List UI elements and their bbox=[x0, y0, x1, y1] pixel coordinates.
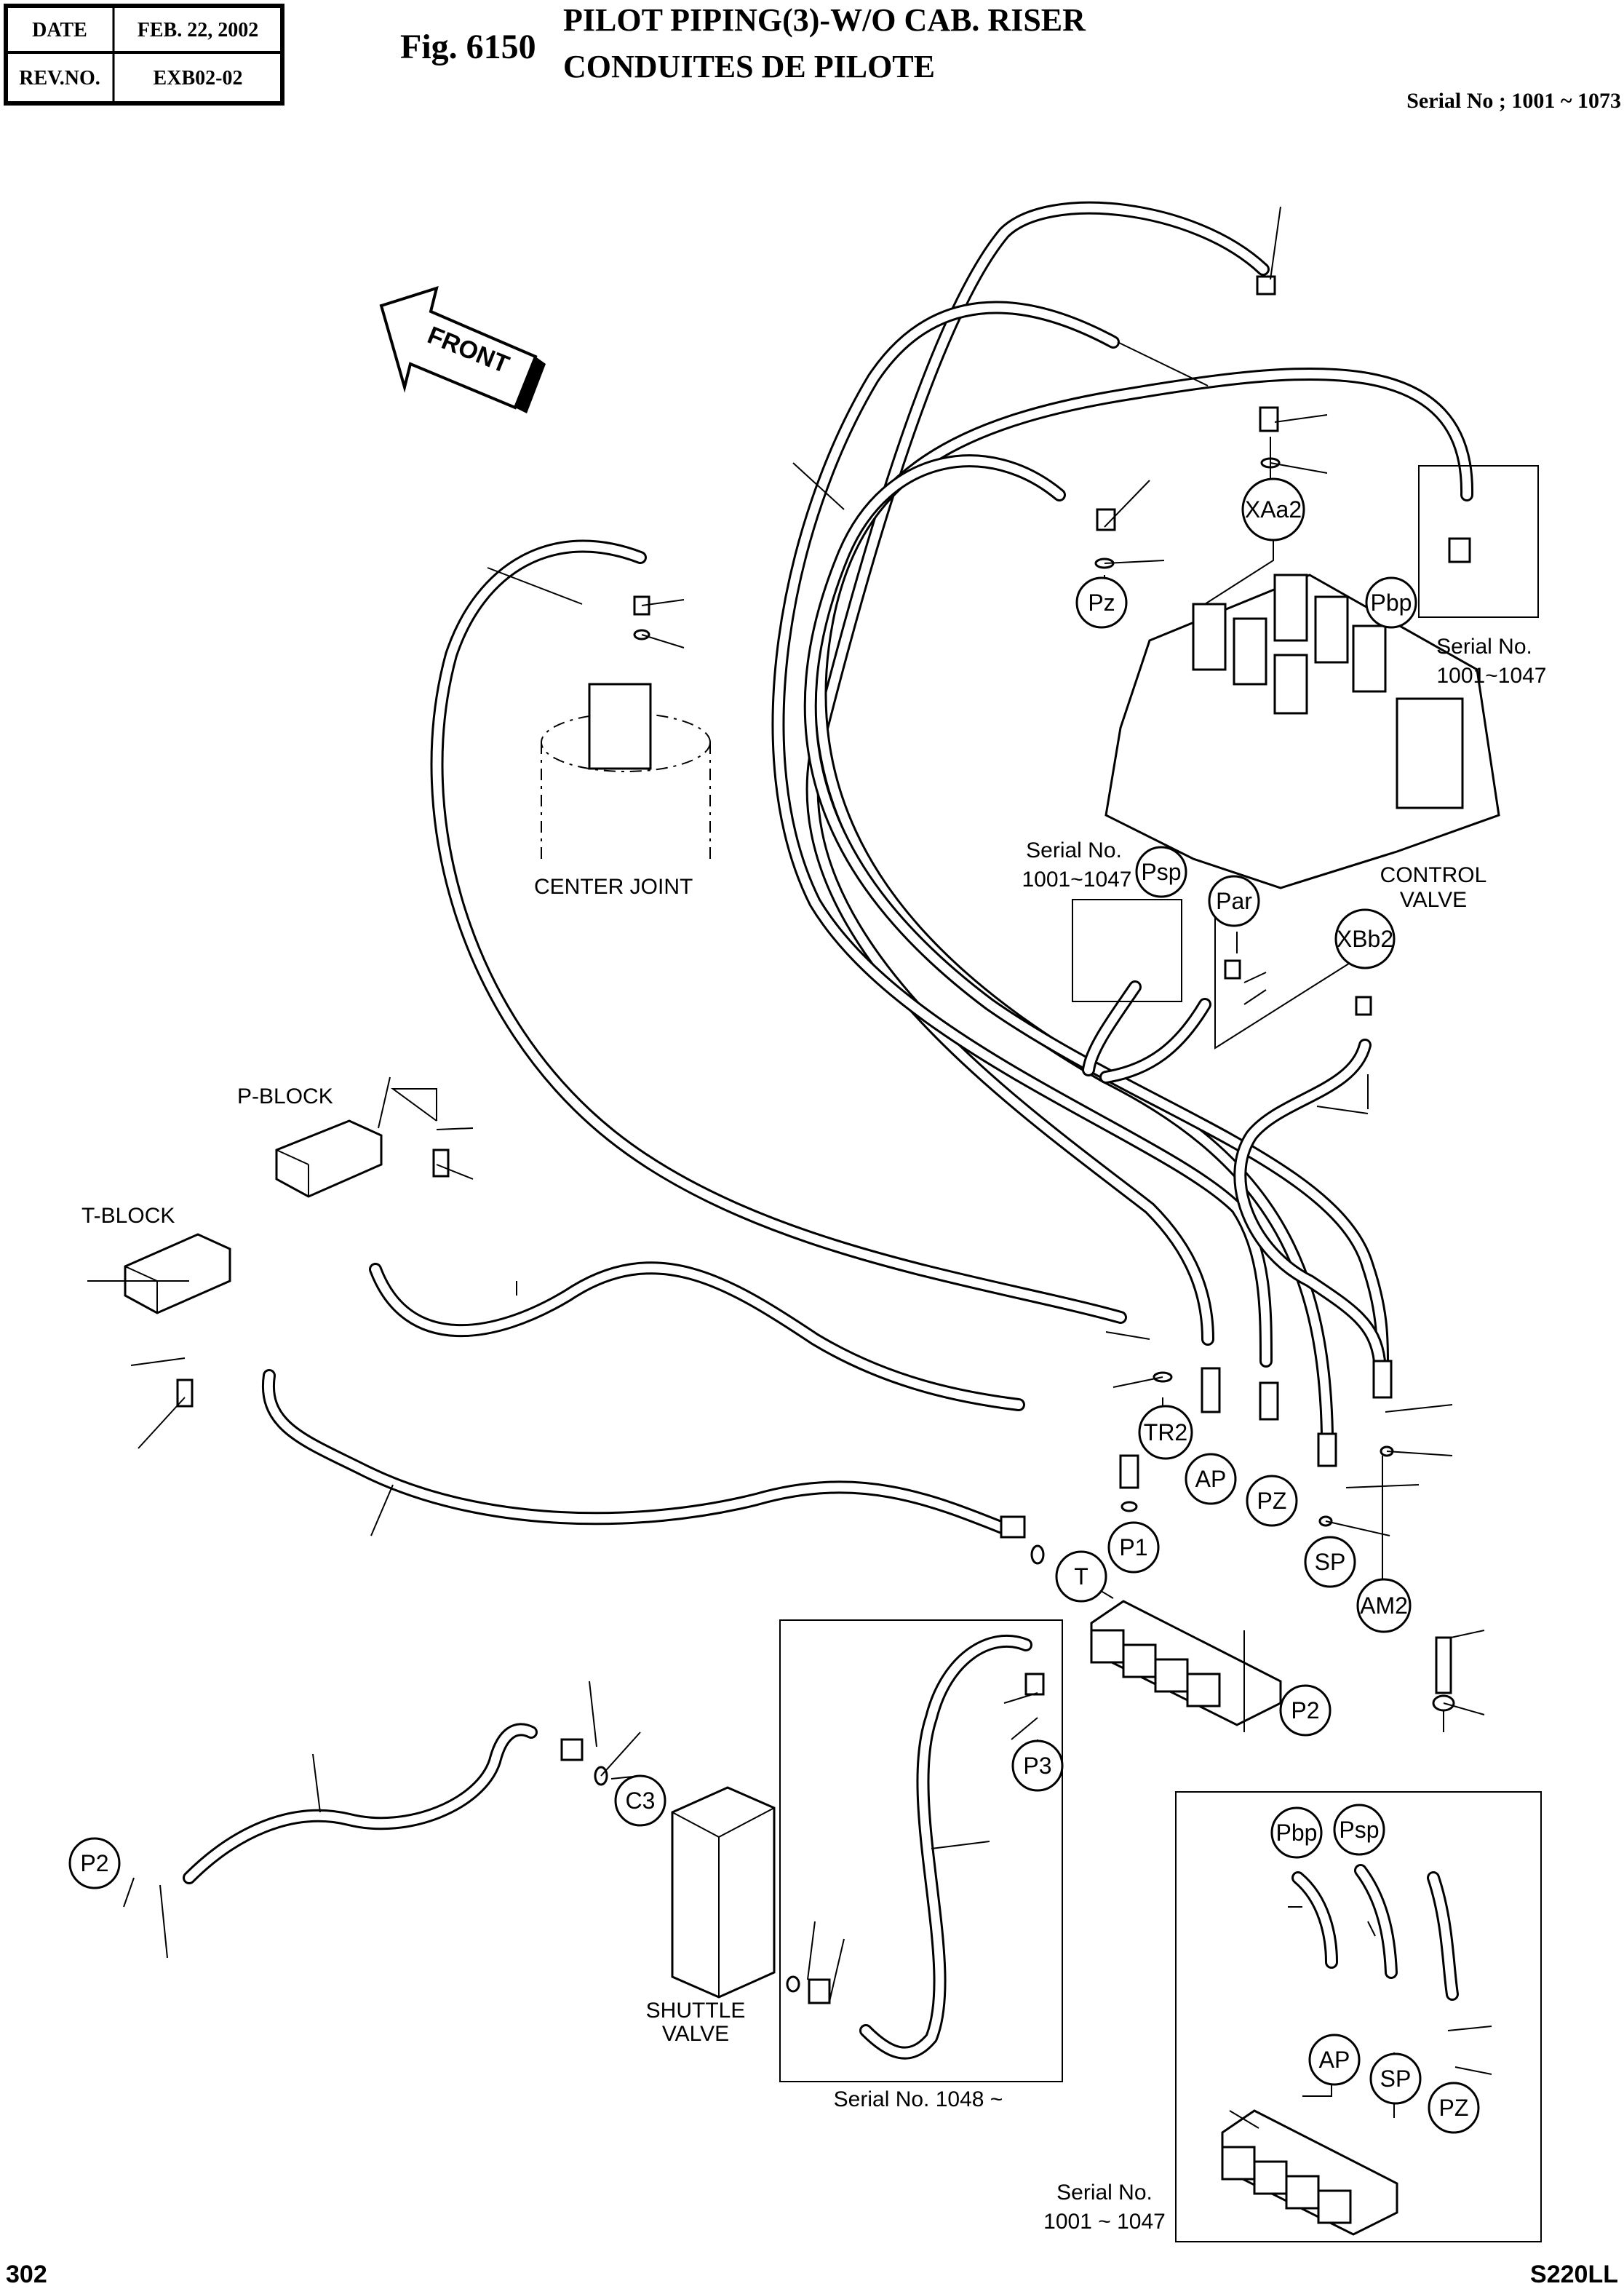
rev-value: EXB02-02 bbox=[154, 67, 243, 90]
svg-text:AM2: AM2 bbox=[1360, 1592, 1408, 1619]
svg-text:P2: P2 bbox=[1291, 1697, 1319, 1723]
center-joint bbox=[541, 683, 711, 862]
control-valve-label-1: CONTROL bbox=[1380, 863, 1487, 887]
callout-xbb2: XBb2 bbox=[1334, 908, 1396, 969]
callout-psp: Psp bbox=[1135, 846, 1187, 898]
svg-text:Par: Par bbox=[1216, 888, 1252, 914]
serial-note-a-1: Serial No. bbox=[1436, 635, 1532, 659]
svg-text:SP: SP bbox=[1315, 1549, 1346, 1575]
svg-text:C3: C3 bbox=[626, 1788, 656, 1814]
svg-text:Psp: Psp bbox=[1339, 1817, 1379, 1843]
serial-range: Serial No ; 1001 ~ 1073 bbox=[1406, 89, 1621, 113]
callouts: XAa2 Pz Pbp Psp Par XBb2 TR2 AP PZ P1 T … bbox=[68, 477, 1480, 2134]
serial-note-d-1: Serial No. bbox=[1056, 2181, 1153, 2205]
callout-par: Par bbox=[1208, 875, 1260, 927]
p-block-label: P-BLOCK bbox=[237, 1084, 333, 1108]
svg-text:P2: P2 bbox=[80, 1850, 108, 1876]
date-value: FEB. 22, 2002 bbox=[138, 19, 258, 41]
callout-p1: P1 bbox=[1107, 1521, 1160, 1574]
svg-text:XAa2: XAa2 bbox=[1245, 496, 1302, 523]
svg-text:Pbp: Pbp bbox=[1371, 590, 1412, 616]
manifold-block bbox=[1090, 1600, 1282, 1726]
callout-tr2: TR2 bbox=[1138, 1405, 1193, 1460]
control-valve-label-2: VALVE bbox=[1400, 888, 1467, 912]
callout-am2: AM2 bbox=[1356, 1578, 1412, 1633]
svg-text:T: T bbox=[1074, 1563, 1088, 1590]
callout-pz-2: PZ bbox=[1246, 1475, 1298, 1527]
svg-text:XBb2: XBb2 bbox=[1337, 926, 1393, 952]
t-block-label: T-BLOCK bbox=[81, 1204, 175, 1228]
serial-note-c: Serial No. 1048 ~ bbox=[834, 2087, 1003, 2111]
svg-text:PZ: PZ bbox=[1439, 2095, 1469, 2121]
fig-number: Fig. 6150 bbox=[400, 28, 536, 66]
serial-note-d-2: 1001 ~ 1047 bbox=[1043, 2210, 1166, 2234]
title-en: PILOT PIPING(3)-W/O CAB. RISER bbox=[563, 2, 1086, 38]
callout-pz-3: PZ bbox=[1428, 2082, 1480, 2134]
callout-sp: SP bbox=[1304, 1536, 1356, 1588]
callout-psp-2: Psp bbox=[1333, 1804, 1385, 1856]
p-block bbox=[275, 1119, 450, 1198]
serial-note-b-2: 1001~1047 bbox=[1022, 868, 1132, 892]
page-number: 302 bbox=[6, 2261, 47, 2288]
svg-text:AP: AP bbox=[1195, 1466, 1227, 1492]
svg-text:TR2: TR2 bbox=[1144, 1419, 1187, 1445]
callout-p3: P3 bbox=[1011, 1739, 1064, 1792]
svg-text:SP: SP bbox=[1380, 2066, 1412, 2092]
detail-box bbox=[1418, 465, 1539, 618]
front-arrow-icon: FRONT bbox=[379, 286, 546, 413]
revision-table: DATE FEB. 22, 2002 REV.NO. EXB02-02 bbox=[4, 4, 284, 106]
callout-ap-2: AP bbox=[1308, 2034, 1361, 2086]
callout-pbp: Pbp bbox=[1365, 576, 1417, 629]
detail-box bbox=[1072, 899, 1182, 1002]
svg-text:AP: AP bbox=[1319, 2047, 1350, 2073]
fittings bbox=[560, 275, 1471, 2004]
shuttle-valve-label-1: SHUTTLE bbox=[646, 1999, 746, 2023]
hoses bbox=[183, 201, 1474, 2060]
callout-xaa2: XAa2 bbox=[1241, 477, 1305, 541]
svg-text:Pz: Pz bbox=[1088, 590, 1115, 616]
svg-text:PZ: PZ bbox=[1257, 1488, 1287, 1514]
shuttle-valve-label-2: VALVE bbox=[662, 2022, 729, 2046]
svg-text:P1: P1 bbox=[1119, 1534, 1147, 1560]
callout-p2-left: P2 bbox=[68, 1837, 121, 1889]
callout-c3: C3 bbox=[614, 1774, 666, 1827]
callout-sp-2: SP bbox=[1369, 2052, 1422, 2105]
t-block bbox=[124, 1233, 231, 1408]
date-label: DATE bbox=[32, 19, 87, 41]
serial-note-b-1: Serial No. bbox=[1026, 838, 1122, 862]
svg-text:Psp: Psp bbox=[1141, 859, 1181, 885]
callout-pz: Pz bbox=[1075, 576, 1128, 629]
shuttle-valve bbox=[671, 1786, 776, 1999]
title-fr: CONDUITES DE PILOTE bbox=[563, 49, 935, 84]
control-valve bbox=[1104, 574, 1500, 889]
manifold-block-small bbox=[1221, 2109, 1398, 2236]
rev-label: REV.NO. bbox=[19, 67, 100, 90]
detail-box bbox=[779, 1619, 1063, 2082]
callout-t: T bbox=[1055, 1550, 1107, 1603]
center-joint-label: CENTER JOINT bbox=[534, 875, 693, 899]
callout-p2: P2 bbox=[1279, 1684, 1332, 1737]
callout-pbp-2: Pbp bbox=[1270, 1806, 1323, 1859]
detail-box bbox=[1175, 1791, 1542, 2242]
svg-text:Pbp: Pbp bbox=[1276, 1820, 1318, 1846]
model-name: S220LL bbox=[1530, 2261, 1618, 2288]
serial-note-a-2: 1001~1047 bbox=[1437, 664, 1547, 688]
callout-ap: AP bbox=[1185, 1453, 1237, 1505]
svg-text:P3: P3 bbox=[1023, 1753, 1051, 1779]
